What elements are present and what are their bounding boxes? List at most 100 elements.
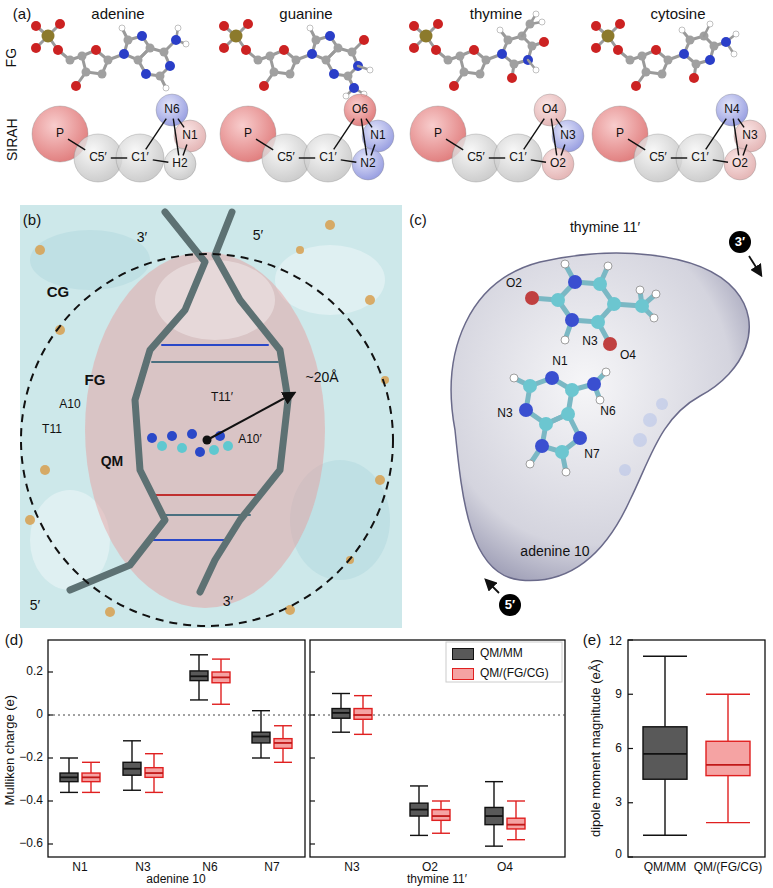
art-circle (349, 83, 359, 93)
node-text: 3′ (735, 235, 745, 249)
art-circle (171, 35, 181, 45)
legend-swatch (452, 648, 474, 660)
art-g (591, 19, 739, 91)
art-circle (510, 374, 518, 382)
art-circle (177, 443, 187, 453)
plot-frame (48, 640, 305, 857)
node-text: N6 (164, 102, 179, 116)
whisker-cap (432, 800, 450, 801)
whisker-cap (190, 654, 208, 655)
art-circle (21, 254, 393, 626)
tick-mark (310, 714, 315, 715)
art-line (152, 539, 226, 541)
node-text: P (244, 126, 252, 140)
panel-letter: (e) (583, 632, 601, 649)
whisker-cap (60, 792, 78, 793)
bead-label: C1′ (507, 151, 529, 164)
bead-label: N4 (722, 103, 741, 116)
whisker-cap (706, 822, 750, 823)
bead-label: C5′ (275, 151, 297, 164)
node-text: C1′ (131, 150, 149, 164)
panel-letter: (a) (13, 6, 31, 23)
median-line (60, 776, 78, 778)
node-text: C5′ (649, 150, 667, 164)
node-text: C5′ (277, 150, 295, 164)
strand-end-marker: 5′ (499, 594, 521, 616)
art-ellipse (30, 230, 150, 290)
tick-mark (48, 757, 53, 758)
art-circle (167, 431, 177, 441)
art-circle (607, 297, 621, 311)
bead-bond (153, 160, 169, 162)
category-label: QM/MM (644, 861, 687, 874)
median-line (123, 768, 141, 770)
bead-bond (68, 139, 85, 150)
whisker-cap (60, 757, 78, 758)
residue-label: A10 (59, 398, 80, 411)
node-text: C1′ (509, 150, 527, 164)
node-text: P (434, 126, 442, 140)
panel-letter: (b) (23, 212, 41, 229)
box-body (145, 768, 163, 778)
atom-label: O2 (506, 277, 522, 290)
art-use (219, 19, 312, 91)
art-circle (40, 465, 50, 475)
legend-frame (446, 642, 562, 682)
region-label: FG (85, 372, 106, 389)
tick-mark (48, 843, 53, 844)
tick-mark (48, 671, 53, 672)
art-circle (555, 445, 569, 459)
whisker-cap (643, 835, 687, 836)
tick-mark (628, 802, 633, 803)
median-line (332, 712, 350, 714)
bead-bond (146, 119, 167, 150)
atom-label: N7 (584, 448, 599, 461)
bead-bond (178, 119, 184, 128)
whisker-cap (212, 658, 230, 659)
median-line (212, 676, 230, 678)
art-circle (731, 51, 737, 57)
node-text: O6 (352, 102, 368, 116)
legend-text: QM/(FG/CG) (480, 667, 549, 680)
art-circle (721, 37, 731, 47)
strand-end: 5′ (253, 228, 263, 243)
art-circle (187, 429, 197, 439)
whisker-cap (507, 839, 525, 840)
art-circle (573, 431, 587, 445)
art-circle (545, 371, 559, 385)
art-circle (593, 277, 607, 291)
whisker-cap (82, 792, 100, 793)
art-circle (209, 445, 219, 455)
bead-bond (733, 119, 738, 156)
whisker-cap (410, 835, 428, 836)
art-circle (707, 21, 713, 27)
art-circle (365, 295, 375, 305)
axis-title: dipole moment magnitude (eÅ) (589, 659, 603, 837)
bead-bond (706, 119, 727, 150)
whisker-cap (123, 790, 141, 791)
bead-bond (531, 160, 546, 162)
tick-label: 12 (609, 635, 622, 648)
bead-label: O2 (548, 157, 568, 170)
art-circle (603, 337, 617, 351)
art-circle (539, 19, 545, 25)
art-circle (175, 25, 181, 31)
bead-sphere (164, 148, 196, 180)
box-body (354, 709, 372, 720)
box-body (432, 810, 450, 821)
median-line (507, 824, 525, 826)
whisker-cap (507, 800, 525, 801)
box-body (485, 807, 503, 824)
tick-mark (628, 639, 633, 640)
box-body (190, 671, 208, 681)
group-label: adenine 10 (146, 873, 205, 886)
category-label: O4 (497, 861, 513, 874)
region-label: QM (101, 454, 124, 469)
art-circle (633, 433, 647, 447)
atom-label: N3 (582, 335, 597, 348)
art-circle (223, 441, 233, 451)
atom-label: N6 (600, 405, 615, 418)
tick-mark (310, 757, 315, 758)
whisker-cap (252, 757, 270, 758)
